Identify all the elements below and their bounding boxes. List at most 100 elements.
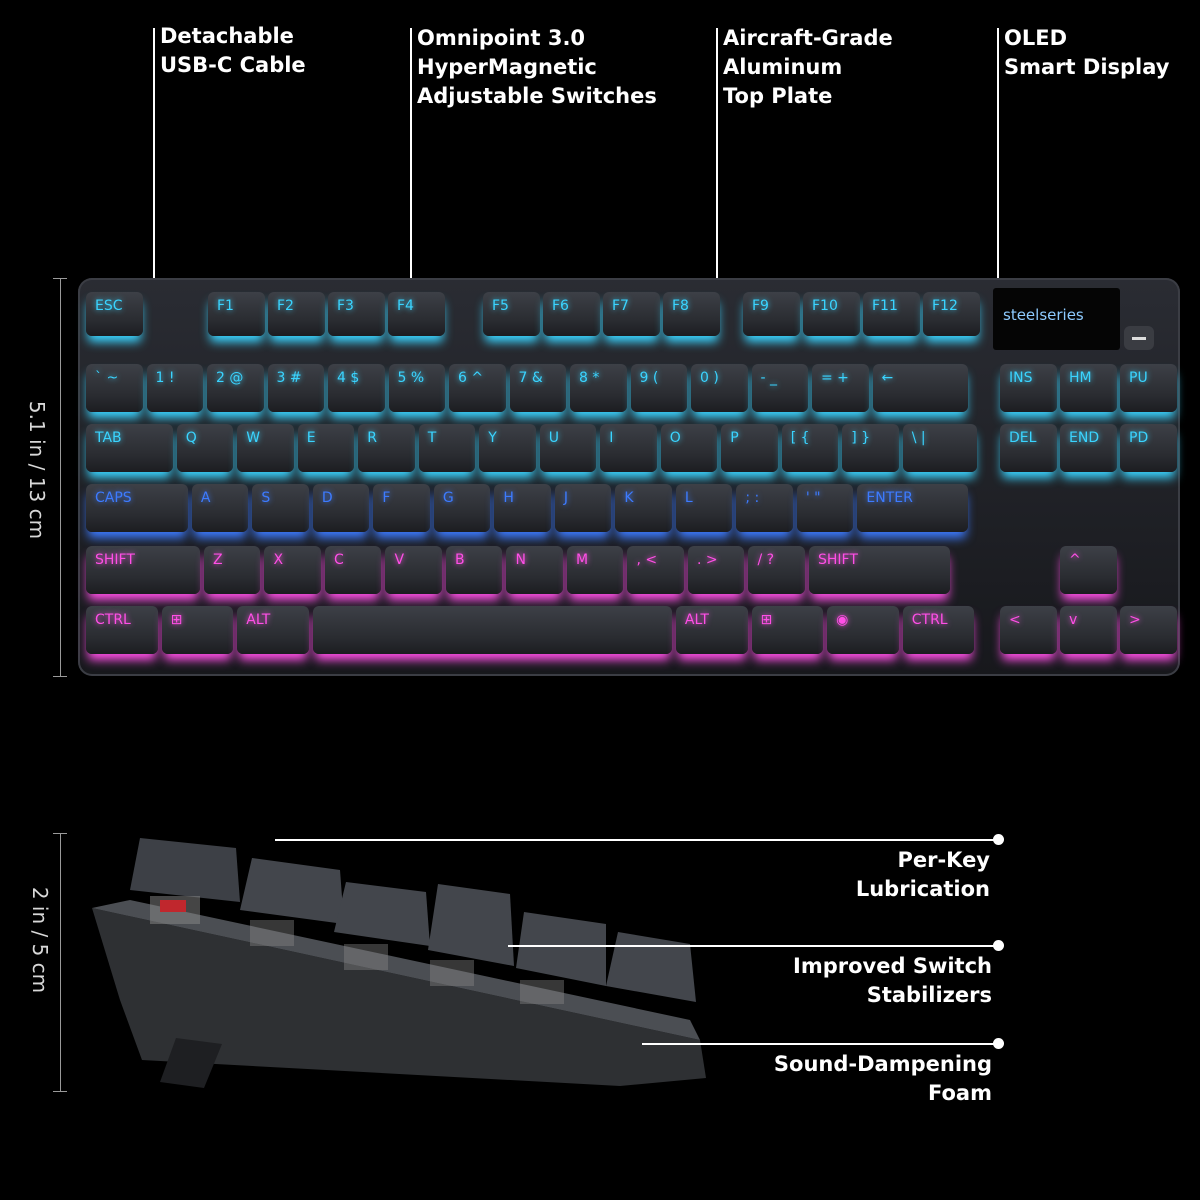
keycap: ENTER — [857, 484, 969, 532]
keycap: L — [675, 484, 733, 532]
keycap: G — [433, 484, 491, 532]
keycap: 8 * — [570, 364, 627, 412]
callout-line-text: USB-C Cable — [160, 53, 306, 77]
keycap: PU — [1120, 364, 1177, 412]
callout-stabilizers: Improved Switch Stabilizers — [793, 952, 992, 1010]
keycap: T — [418, 424, 476, 472]
keycap: INS — [1000, 364, 1057, 412]
keycap: . > — [687, 546, 745, 594]
dimension-line-depth — [60, 278, 61, 676]
callout-top-plate: Aircraft-Grade Aluminum Top Plate — [723, 24, 893, 111]
keycap: K — [615, 484, 672, 532]
callout-line-text: Detachable — [160, 24, 294, 48]
keycap: F1 — [208, 292, 265, 336]
callout-switches: Omnipoint 3.0 HyperMagnetic Adjustable S… — [417, 24, 657, 111]
callout-line-text: HyperMagnetic — [417, 55, 597, 79]
case-top-edge — [92, 900, 700, 1040]
keycap: V — [385, 546, 442, 594]
keycap: < — [1000, 606, 1057, 654]
keycap: ` ~ — [86, 364, 143, 412]
callout-line-text: Stabilizers — [866, 983, 992, 1007]
callout-line-text: Aluminum — [723, 55, 843, 79]
keycap-row-stack — [130, 838, 696, 1004]
keycap: v — [1060, 606, 1117, 654]
callout-line-text: Aircraft-Grade — [723, 26, 893, 50]
keycap: CTRL — [86, 606, 158, 654]
keycap: ^ — [1060, 546, 1117, 594]
keycap: [ { — [781, 424, 839, 472]
keycap: F5 — [483, 292, 540, 336]
callout-line-text: OLED — [1004, 26, 1068, 50]
keycap: F12 — [923, 292, 980, 336]
dimension-line-height — [60, 833, 61, 1091]
callout-foam: Sound-Dampening Foam — [774, 1050, 992, 1108]
kickstand — [160, 1038, 222, 1088]
keycap: F8 — [663, 292, 720, 336]
keycap: 5 % — [388, 364, 445, 412]
keycap: F7 — [603, 292, 660, 336]
dimension-tick — [53, 676, 67, 677]
dimension-tick — [53, 833, 67, 834]
callout-line-lubrication — [275, 839, 997, 841]
callout-line-text: Omnipoint 3.0 — [417, 26, 586, 50]
keycap: C — [324, 546, 382, 594]
dimension-tick — [53, 278, 67, 279]
dimension-tick — [53, 1091, 67, 1092]
keycap — [312, 606, 672, 654]
callout-line-text: Foam — [928, 1081, 992, 1105]
keycap: E — [297, 424, 355, 472]
keycap: P — [721, 424, 778, 472]
keycap: PD — [1120, 424, 1177, 472]
keycap: F4 — [388, 292, 445, 336]
callout-line-text: Sound-Dampening — [773, 1052, 992, 1076]
callout-line-plate — [716, 28, 718, 325]
keycap: F10 — [803, 292, 860, 336]
keycap: ← — [872, 364, 969, 412]
keycap: F6 — [543, 292, 600, 336]
callout-line-text: Improved Switch — [793, 954, 992, 978]
keycap: ALT — [675, 606, 748, 654]
keycap: O — [660, 424, 718, 472]
callout-line-text: Smart Display — [1004, 55, 1170, 79]
callout-line-text: Adjustable Switches — [417, 84, 657, 108]
keycap: F11 — [863, 292, 920, 336]
keycap: S — [252, 484, 309, 532]
keycap: SHIFT — [86, 546, 200, 594]
callout-line-text: Per-Key — [897, 848, 990, 872]
keycap: ALT — [237, 606, 309, 654]
keycap: 7 & — [509, 364, 566, 412]
keycap: ⊞ — [161, 606, 234, 654]
keycap: F2 — [268, 292, 325, 336]
keycap: ' " — [796, 484, 854, 532]
keycap: ◉ — [827, 606, 899, 654]
keycap: 9 ( — [630, 364, 687, 412]
keycap: HM — [1060, 364, 1117, 412]
keycap: ; : — [736, 484, 793, 532]
keycap: DEL — [1000, 424, 1057, 472]
keycap: END — [1060, 424, 1117, 472]
keycap: N — [506, 546, 563, 594]
callout-dot — [993, 834, 1004, 845]
keycap: J — [554, 484, 612, 532]
keycap: A — [191, 484, 249, 532]
keycap: 4 $ — [328, 364, 385, 412]
keycap: Y — [479, 424, 536, 472]
keycap: ESC — [86, 292, 143, 336]
keycap: CAPS — [86, 484, 188, 532]
keycap: = + — [812, 364, 869, 412]
keycap: 1 ! — [146, 364, 203, 412]
keycap: > — [1120, 606, 1177, 654]
oled-brand-text: steelseries — [1003, 306, 1084, 324]
oled-button — [1124, 326, 1154, 350]
callout-line-stabilizers — [508, 945, 998, 947]
keycap: D — [312, 484, 370, 532]
oled-display: steelseries — [993, 288, 1120, 350]
keycap: U — [539, 424, 597, 472]
keycap: TAB — [86, 424, 173, 472]
keycap: F9 — [743, 292, 800, 336]
case-side — [92, 908, 706, 1086]
keycap: Q — [176, 424, 234, 472]
